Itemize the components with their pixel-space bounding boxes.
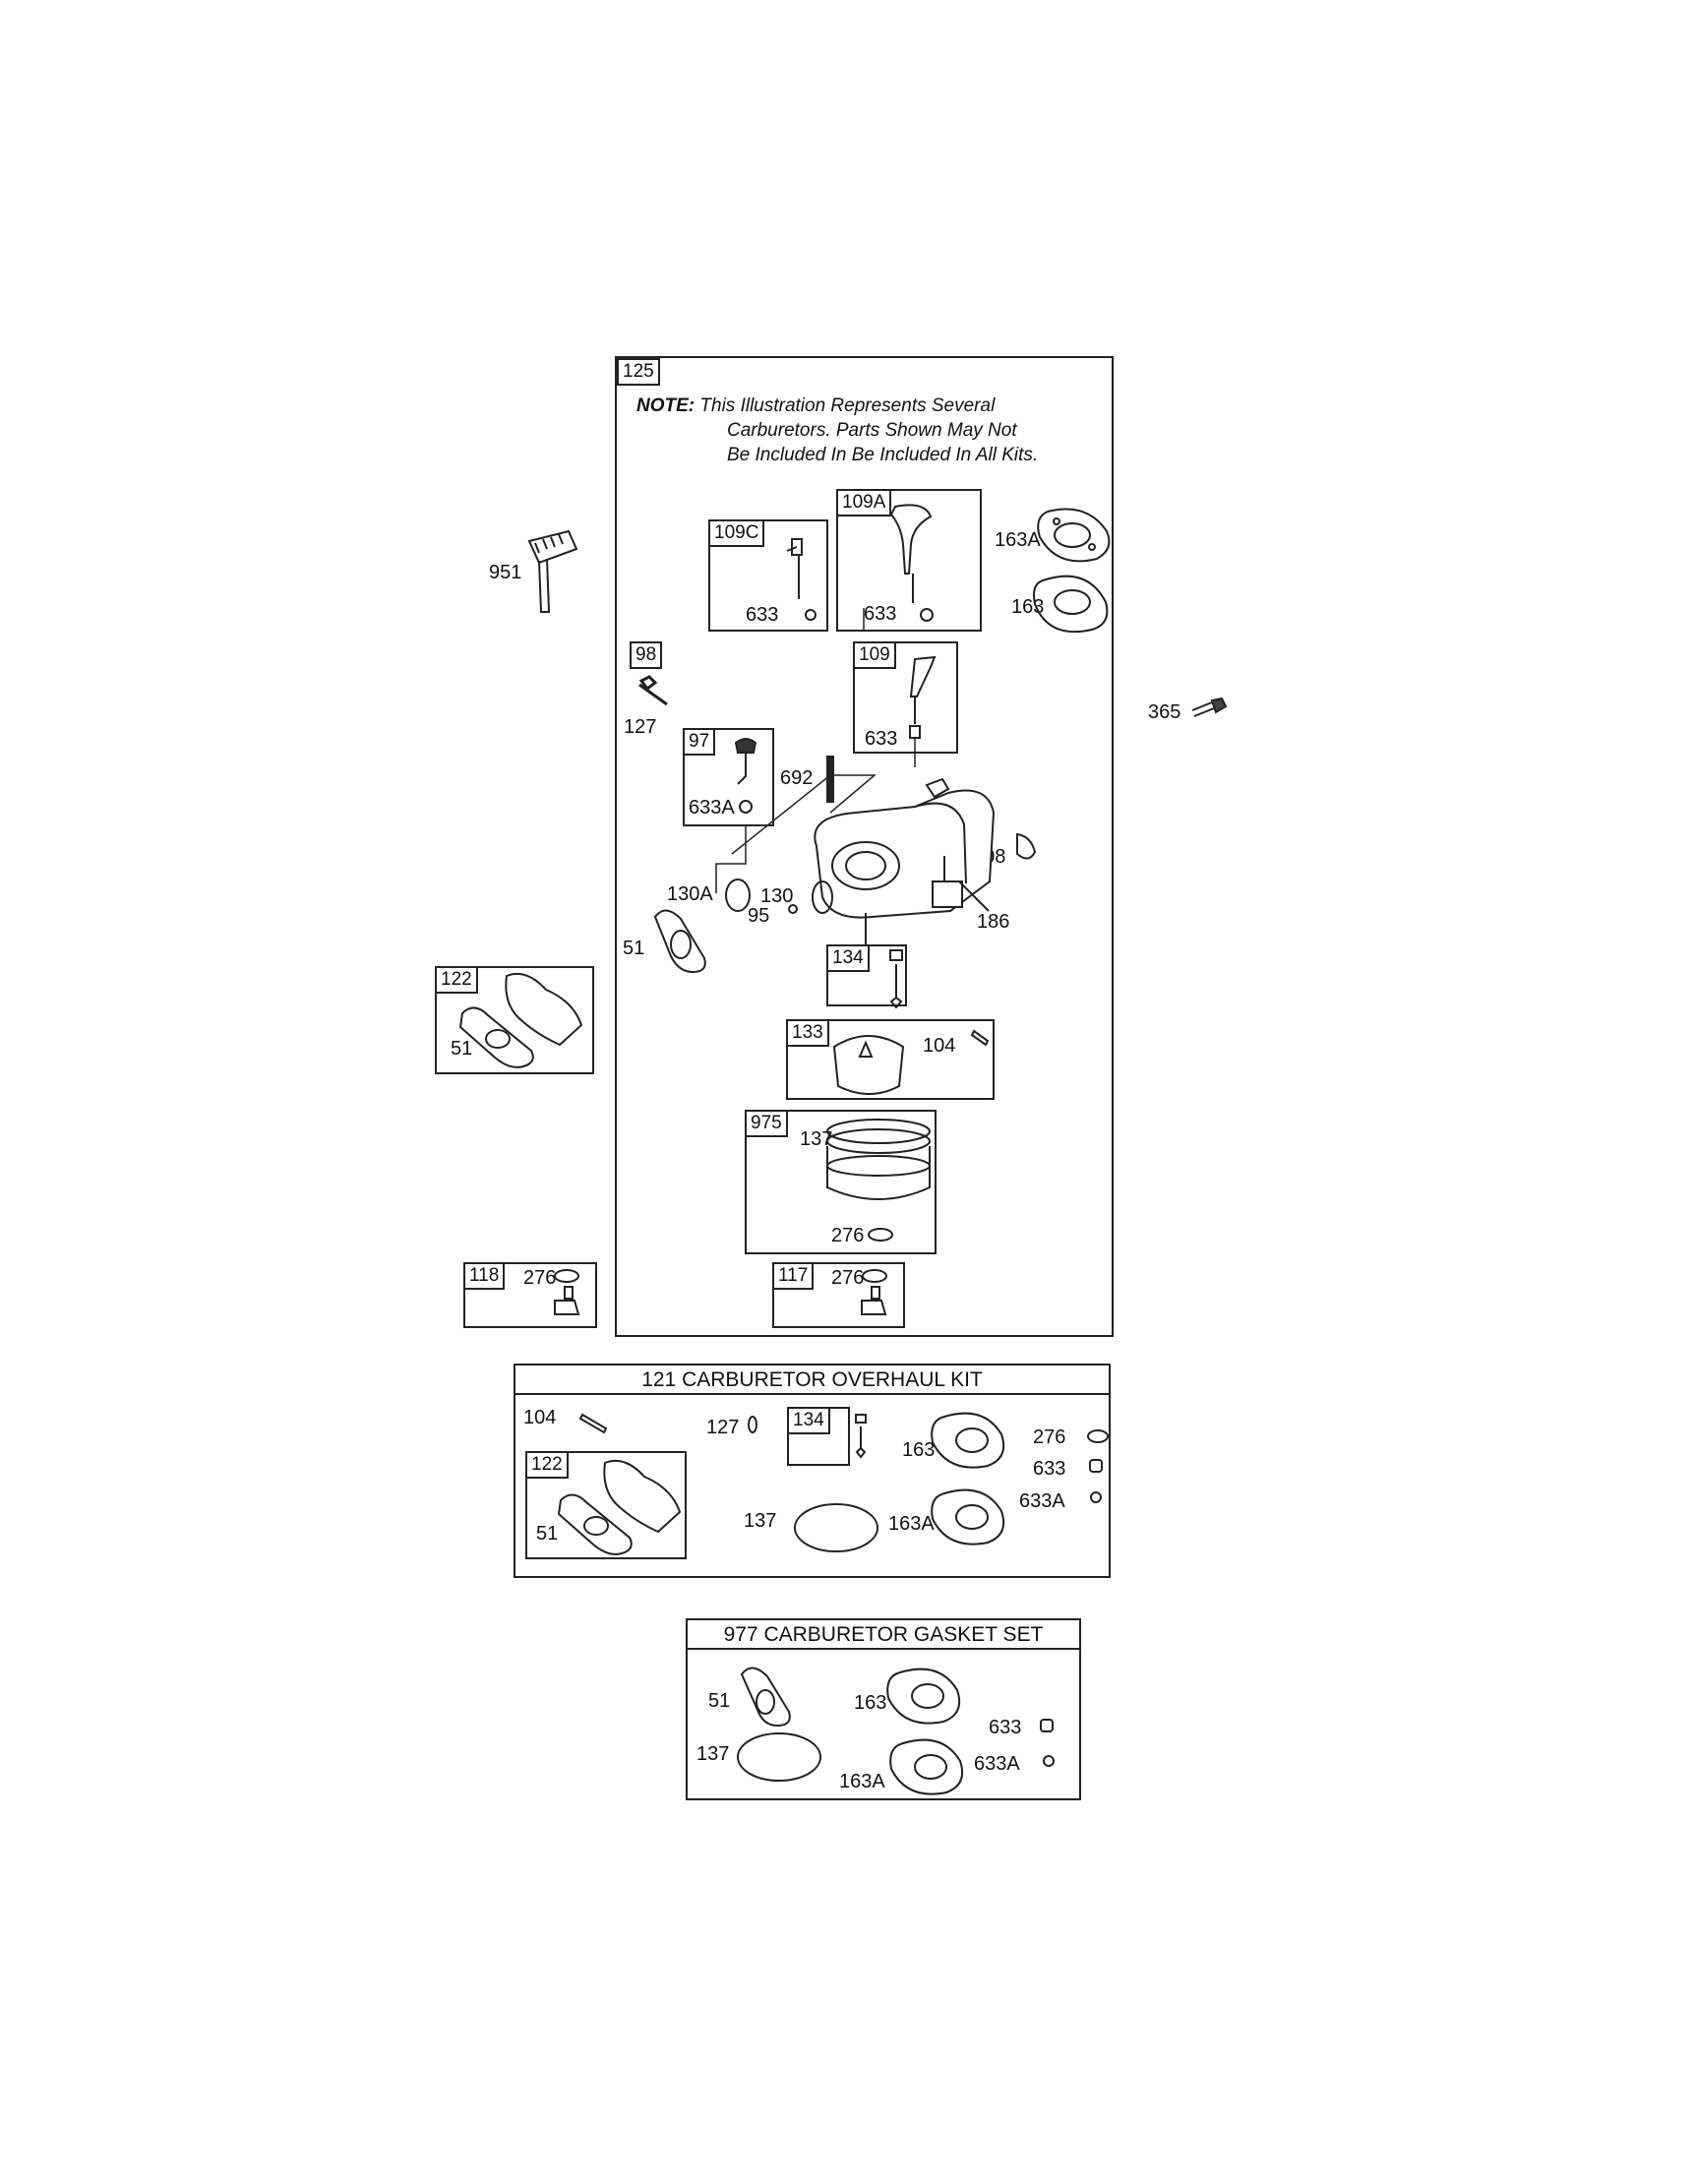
callout-137: 137	[800, 1128, 833, 1150]
callout-163: 163	[1011, 596, 1045, 618]
overhaul-kit-title: 121 CARBURETOR OVERHAUL KIT	[515, 1367, 1109, 1395]
overhaul-callout-104: 104	[523, 1407, 557, 1428]
illustration-note: NOTE: This Illustration Represents Sever…	[636, 394, 1038, 467]
gasket-callout-163: 163	[854, 1692, 887, 1714]
note-line-1: This Illustration Represents Several	[699, 395, 996, 416]
callout-692: 692	[780, 767, 814, 789]
note-lead: NOTE:	[636, 395, 696, 416]
overhaul-callout-633a: 633A	[1019, 1490, 1065, 1512]
callout-122-51: 51	[451, 1038, 473, 1060]
note-line-2: Carburetors. Parts Shown May Not	[727, 420, 1017, 441]
overhaul-callout-633: 633	[1033, 1458, 1066, 1480]
part-tag-98: 98	[630, 641, 663, 669]
callout-130a: 130A	[667, 883, 713, 905]
overhaul-callout-163a: 163A	[888, 1513, 935, 1535]
callout-186: 186	[977, 911, 1010, 933]
overhaul-callout-51: 51	[536, 1523, 559, 1545]
callout-163a: 163A	[995, 529, 1041, 551]
part-tag-109a: 109A	[836, 489, 892, 516]
part-tag-133: 133	[786, 1019, 829, 1047]
overhaul-part-tag-134: 134	[787, 1407, 830, 1434]
callout-109c-633: 633	[746, 604, 779, 626]
gasket-callout-633: 633	[989, 1717, 1022, 1738]
screw-365-icon	[1191, 697, 1228, 717]
gasket-callout-137: 137	[696, 1743, 730, 1765]
note-line-3: Be Included In Be Included In All Kits.	[727, 445, 1039, 465]
callout-108: 108	[973, 846, 1006, 868]
overhaul-callout-127: 127	[706, 1417, 740, 1438]
part-tag-109: 109	[853, 641, 896, 669]
callout-109-633: 633	[865, 728, 898, 750]
callout-104: 104	[923, 1035, 956, 1057]
callout-95: 95	[748, 905, 770, 927]
gasket-set-title: 977 CARBURETOR GASKET SET	[688, 1622, 1079, 1650]
part-tag-118: 118	[463, 1262, 506, 1290]
part-tag-109c: 109C	[708, 519, 765, 547]
overhaul-part-tag-122: 122	[525, 1451, 569, 1479]
gasket-callout-163a: 163A	[839, 1771, 885, 1792]
gasket-callout-633a: 633A	[974, 1753, 1020, 1775]
callout-118-276: 276	[523, 1267, 557, 1289]
callout-975-276: 276	[831, 1225, 865, 1246]
part-tag-122: 122	[435, 966, 478, 994]
callout-127: 127	[624, 716, 657, 738]
callout-951: 951	[489, 562, 522, 583]
callout-97-633a: 633A	[689, 797, 735, 819]
callout-117-276: 276	[831, 1267, 865, 1289]
callout-130: 130	[760, 885, 794, 907]
callout-365: 365	[1148, 701, 1181, 723]
callout-51: 51	[623, 938, 645, 959]
choke-lever-icon	[527, 529, 578, 613]
overhaul-callout-276: 276	[1033, 1426, 1066, 1448]
callout-109a-633: 633	[864, 603, 897, 625]
overhaul-callout-137: 137	[744, 1510, 777, 1532]
overhaul-callout-163: 163	[902, 1439, 936, 1461]
kit-number-tag: 125	[617, 358, 660, 386]
part-tag-975: 975	[745, 1110, 788, 1137]
gasket-callout-51: 51	[708, 1690, 731, 1712]
part-tag-134: 134	[826, 944, 870, 972]
part-tag-97: 97	[683, 728, 716, 756]
part-tag-117: 117	[772, 1262, 815, 1290]
